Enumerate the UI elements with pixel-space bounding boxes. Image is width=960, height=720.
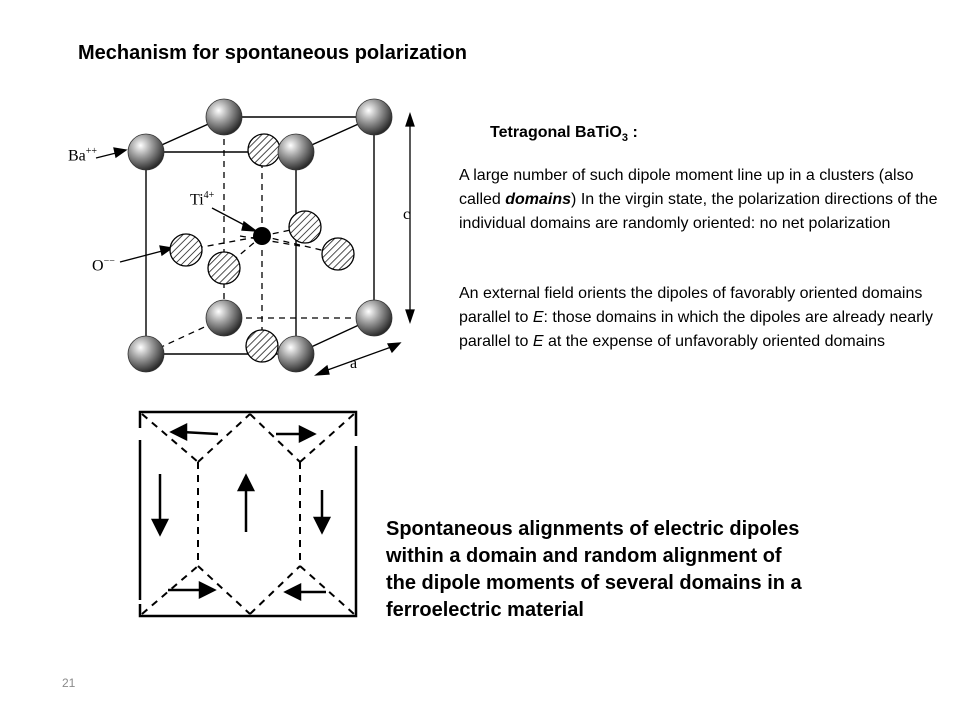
p2-text-c: at the expense of unfavorably oriented d… [543, 333, 886, 350]
label-ti: Ti4+ [190, 190, 214, 209]
p2-text-b: : those domains in which the dipoles are… [459, 309, 934, 350]
label-a: a [350, 355, 358, 372]
p2-e-2: E [532, 333, 544, 350]
label-o-charge: −− [103, 256, 115, 267]
domain-boundary-box [138, 410, 358, 618]
label-ba: Ba++ [68, 146, 97, 165]
slide-title: Mechanism for spontaneous polarization [78, 42, 467, 64]
page-number: 21 [62, 676, 76, 690]
domains-paragraph: A large number of such dipole moment lin… [459, 164, 959, 236]
subtitle-subscript: 3 [621, 132, 628, 145]
dimension-arrows [95, 111, 415, 376]
label-c: c [403, 206, 411, 223]
oxygen-atoms [169, 133, 355, 363]
crystal-subtitle: Tetragonal BaTiO3 : [490, 124, 638, 144]
domain-walls [141, 413, 355, 615]
domain-caption: Spontaneous alignments of electric dipol… [386, 518, 802, 621]
dipole-arrows [150, 422, 332, 602]
label-ba-charge: ++ [85, 146, 98, 157]
p1-text-b: ) In the virgin state, the polarization … [459, 191, 938, 232]
barium-atoms [127, 98, 393, 373]
label-ti-text: Ti [190, 191, 204, 209]
p1-emph-domains: domains [505, 191, 572, 208]
label-o: O−− [92, 256, 115, 275]
p2-e-1: E [532, 309, 544, 326]
label-ti-charge: 4+ [203, 190, 215, 201]
label-o-text: O [92, 257, 104, 275]
external-field-paragraph: An external field orients the dipoles of… [459, 282, 959, 354]
titanium-atom [253, 227, 271, 245]
subtitle-suffix: : [628, 124, 638, 141]
p2-text-a: An external field orients the dipoles of… [459, 285, 923, 326]
label-ba-text: Ba [68, 147, 86, 165]
p1-text-a: A large number of such dipole moment lin… [459, 167, 914, 208]
subtitle-main: Tetragonal BaTiO [490, 124, 622, 141]
